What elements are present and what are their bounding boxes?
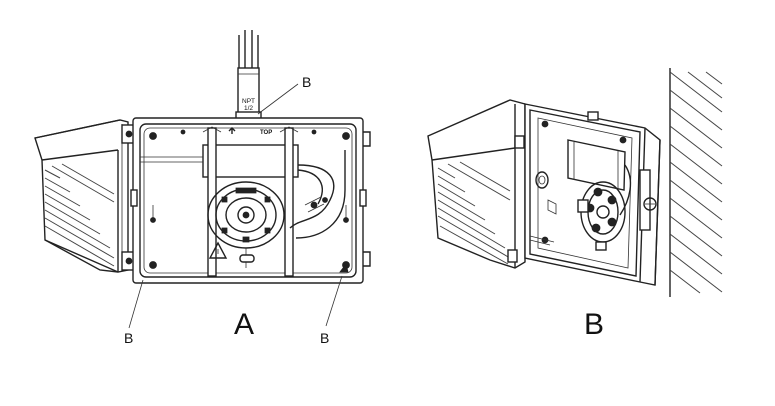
caption-view-a: A: [234, 308, 254, 341]
driver-housing-b: [567, 139, 626, 191]
open-door-a: [34, 119, 129, 273]
caption-view-b: B: [584, 308, 604, 341]
enclosure-body-b: [524, 103, 661, 286]
top-mark-text: TOP: [260, 130, 272, 136]
conduit-size-label-line2: 1/2: [244, 105, 253, 112]
view-a-figure: NPT 1/2: [34, 30, 371, 284]
conduit-knockout-b: [535, 171, 549, 189]
door-louvers-b: [437, 161, 511, 265]
leader-line-b-right: [325, 275, 343, 327]
callout-b-right: B: [320, 330, 329, 346]
door-louvers-a: [44, 163, 115, 267]
wiring-a: [289, 150, 346, 239]
top-arrow-icon: [228, 127, 236, 134]
driver-housing-a: [140, 126, 299, 277]
leader-line-b-left: [128, 279, 144, 329]
leader-line-b-top: [257, 83, 299, 115]
conduit-size-label-line1: NPT: [242, 98, 255, 105]
open-door-b: [427, 99, 526, 269]
lamp-socket-assembly-b: [577, 181, 626, 251]
wiring-b: [529, 164, 632, 246]
ground-symbol-icon: [208, 241, 228, 259]
lamp-socket-assembly-a: [207, 181, 285, 268]
callout-b-left: B: [124, 330, 133, 346]
mounting-pins-a: [150, 205, 349, 273]
wall-hatch: [669, 68, 723, 297]
view-b-figure: [427, 68, 723, 297]
callout-b-top: B: [302, 74, 311, 90]
conduit-pipe: [235, 30, 262, 121]
enclosure-body-a: [130, 117, 371, 284]
